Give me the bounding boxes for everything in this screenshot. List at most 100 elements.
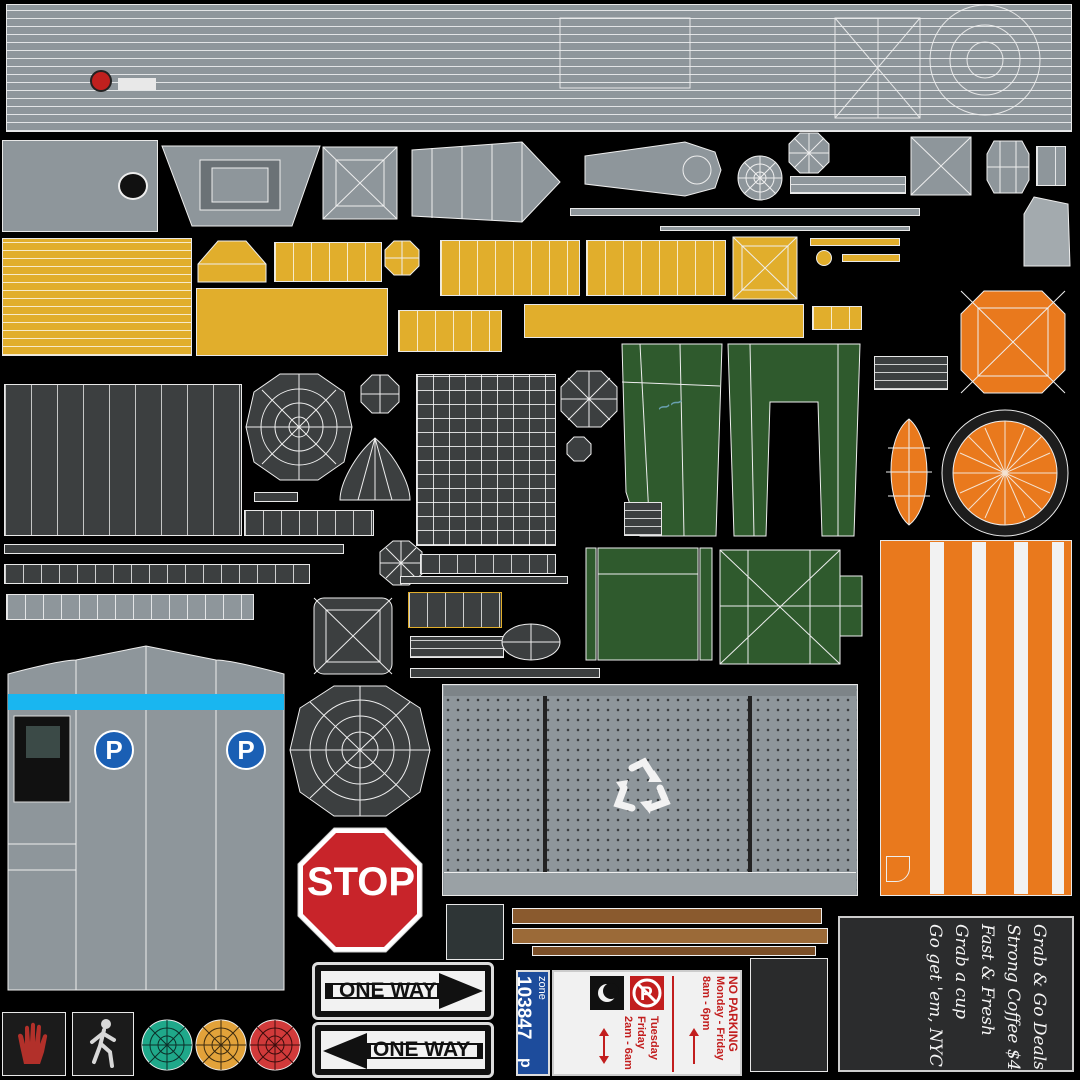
chalkboard-line-5: Go get 'em, NYC: [925, 924, 945, 1067]
signal-light-red: [249, 1019, 301, 1071]
uv-dark-square-b: [750, 958, 828, 1072]
uv-yellow-bar-b: [842, 254, 900, 262]
parking-meter-panel: [7, 645, 285, 991]
uv-yellow-block-b: [274, 242, 382, 282]
barrier-stripe-2: [972, 542, 986, 894]
uv-mid-bar-a: [420, 554, 556, 574]
tuesday-day: Tuesday: [648, 1016, 660, 1060]
uv-top-strip: [6, 4, 1072, 132]
uv-orange-disc: [941, 409, 1069, 537]
uv-mid-bar-b: [400, 576, 568, 584]
uv-key-shape: [584, 141, 722, 197]
signal-light-green: [141, 1019, 193, 1071]
trash-can-top-band: [444, 686, 856, 696]
chalkboard-sign: Grab & Go Deals Strong Coffee $4 Fast & …: [838, 916, 1074, 1072]
barrier-stripe-4: [1052, 542, 1064, 894]
uv-dark-long-a: [4, 544, 344, 554]
uv-dark-oval: [501, 623, 561, 661]
trash-can-divider-a: [543, 686, 547, 872]
uv-yellow-block-g: [524, 304, 804, 338]
arrow-right-icon: [325, 973, 483, 1009]
uv-mid-bar-c: [408, 592, 502, 628]
barrier-stripe-1: [930, 542, 944, 894]
wood-plank-b: [512, 928, 828, 944]
wood-plank-c: [532, 946, 816, 956]
uv-yellow-bar-a: [810, 238, 900, 246]
uv-gray-long: [6, 594, 254, 620]
uv-dark-panel: [4, 384, 242, 536]
uv-dark-square-a: [446, 904, 504, 960]
uv-center-octagon-b: [566, 436, 592, 462]
stop-sign: [297, 827, 423, 953]
zone-sign: zone 103847 p: [513, 970, 550, 1076]
uv-thin-bar-b: [570, 208, 920, 216]
chalkboard-line-3: Fast & Fresh: [977, 924, 997, 1036]
signal-light-amber: [195, 1019, 247, 1071]
uv-dark-wheel: [289, 685, 431, 817]
uv-pyramid-square: [322, 146, 398, 220]
chalkboard-line-4: Grab a cup: [951, 924, 971, 1020]
uv-yellow-octagon: [384, 240, 420, 276]
uv-octagon-small-a: [788, 132, 830, 174]
moon-icon: [598, 983, 619, 1002]
one-way-sign-right: ONE WAY: [312, 962, 494, 1020]
uv-sphere-small-a: [737, 155, 783, 201]
uv-dark-bar-a: [254, 492, 298, 502]
recycle-icon: [613, 757, 671, 814]
uv-dark-bar-b: [244, 510, 374, 536]
chalkboard-line-2: Strong Coffee $4: [1003, 924, 1023, 1071]
one-way-right-text: ONE WAY: [339, 979, 437, 1002]
pedestrian-walk-icon: [90, 1019, 116, 1068]
uv-top-strip-wire: [559, 4, 1041, 119]
uv-yellow-block-d: [440, 240, 580, 296]
no-parking-icon: P: [630, 976, 664, 1010]
uv-orange-ring-small: [886, 418, 932, 526]
uv-dark-cone: [339, 437, 411, 501]
uv-yellow-pyramid: [732, 236, 798, 300]
tuesday-day-2: Friday: [635, 1016, 647, 1050]
uv-yellow-dot: [816, 250, 832, 266]
hand-stop-icon: [18, 1022, 48, 1064]
no-parking-hours: 8am - 6pm: [700, 976, 712, 1031]
uv-thin-bar-a: [790, 176, 906, 194]
arrow-left-icon: [323, 1033, 483, 1069]
tuesday-hours: 2am - 6am: [622, 1016, 634, 1070]
uv-yellow-block-h: [812, 306, 862, 330]
uv-dark-dodecagon: [245, 373, 353, 481]
uv-small-rect-a: [1036, 146, 1066, 186]
uv-thin-bar-c: [660, 226, 910, 231]
uv-center-octagon-a: [560, 370, 618, 428]
uv-green-panel-d: [719, 549, 863, 665]
uv-dark-bar-small: [874, 356, 948, 390]
orange-corner-fan: [886, 856, 910, 882]
uv-mid-bar-e: [410, 668, 600, 678]
uv-dark-long-b: [4, 564, 310, 584]
no-parking-title: NO PARKING: [726, 976, 740, 1052]
uv-green-panel-b: [727, 343, 861, 537]
uv-orange-octagon: [960, 290, 1066, 394]
uv-yellow-block-f: [398, 310, 502, 352]
one-way-left-text: ONE WAY: [373, 1038, 471, 1061]
uv-dark-pyramid: [313, 597, 393, 675]
wood-plank-a: [512, 908, 822, 924]
strip-white-mark: [118, 78, 156, 90]
uv-dark-square-small: [624, 502, 662, 536]
stop-sign-text: STOP: [306, 860, 416, 904]
barrier-stripe-3: [1014, 542, 1028, 894]
uv-mid-bar-d: [410, 636, 504, 658]
uv-shard: [1023, 196, 1071, 267]
uv-coffin-shape: [411, 141, 561, 223]
street-cleaning-sign: P Tuesday Friday 2am - 6am NO PARKING Mo…: [552, 970, 742, 1076]
strip-red-mark: [90, 70, 112, 92]
zone-label: zone: [536, 976, 548, 1000]
uv-barrel-small: [986, 140, 1030, 194]
zone-number: 103847: [513, 976, 534, 1040]
trash-can-divider-b: [748, 686, 752, 872]
parking-p-icon-left: P: [94, 730, 134, 770]
no-parking-days: Monday - Friday: [714, 976, 726, 1061]
trash-can-panel: [442, 684, 858, 896]
uv-dark-octagon-small: [360, 374, 400, 414]
one-way-sign-left: ONE WAY: [312, 1022, 494, 1078]
uv-trapezoid-gray: [161, 145, 321, 227]
arrow-vertical-icon: [599, 1028, 609, 1064]
